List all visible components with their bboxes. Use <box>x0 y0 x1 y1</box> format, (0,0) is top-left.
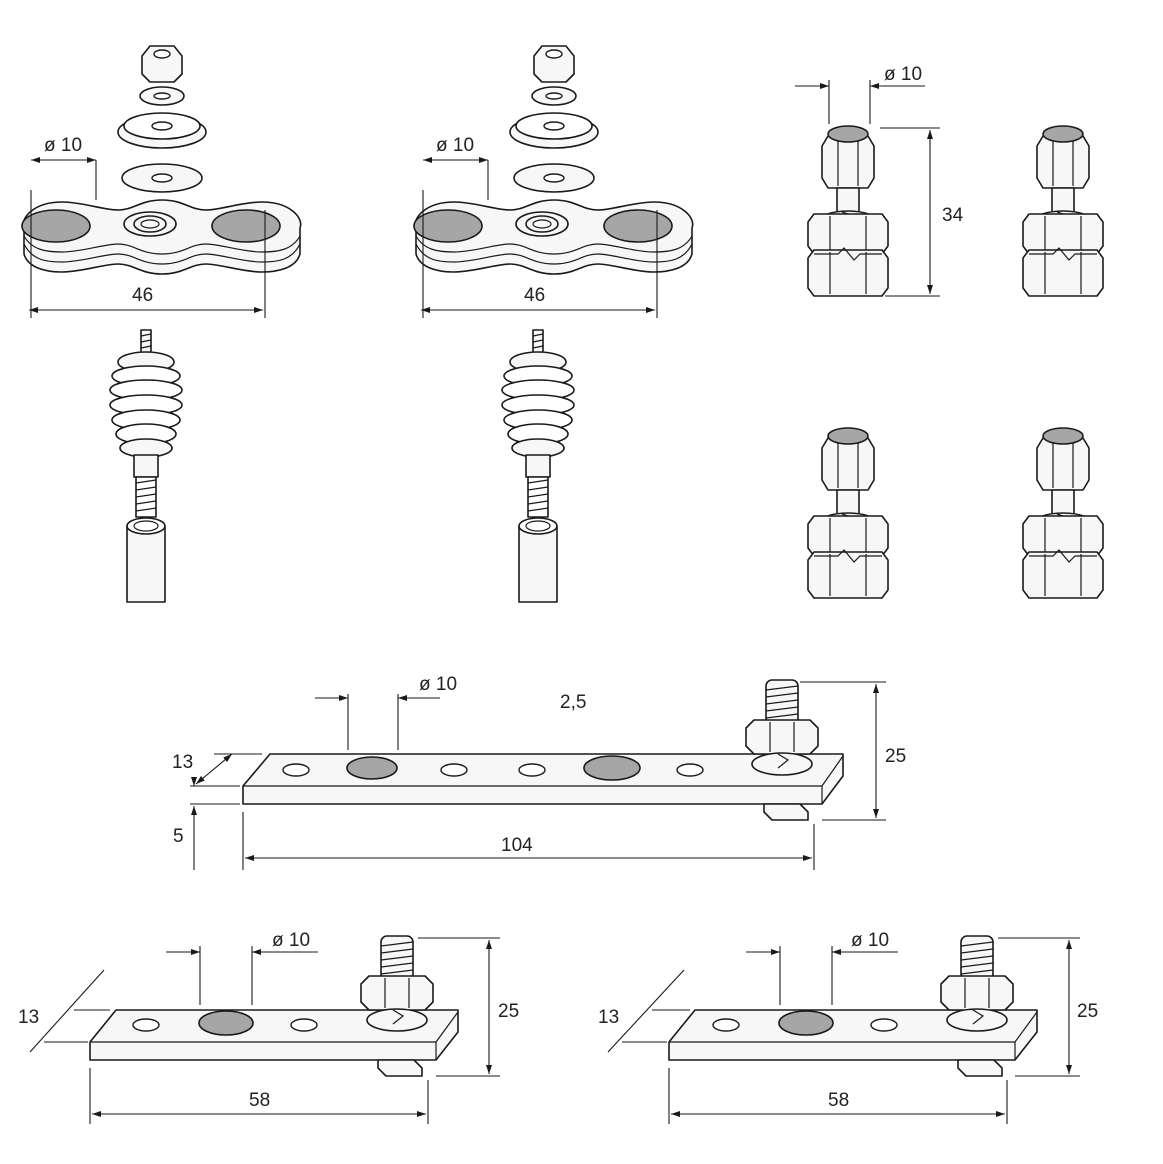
dim-label-e-height: 25 <box>498 1001 519 1022</box>
dim-label-d-offset: 5 <box>173 826 184 847</box>
dim-label-a-diameter: ø 10 <box>44 135 82 156</box>
dim-label-c-height: 34 <box>942 205 964 226</box>
dim-label-d-thickness: 2,5 <box>560 692 586 713</box>
short-pivot-bar-right <box>607 935 1080 1124</box>
dim-label-e-length: 58 <box>249 1090 270 1111</box>
dim-label-f-height: 25 <box>1077 1001 1098 1022</box>
bridge-assembly-middle <box>413 45 694 603</box>
pivot-group <box>795 80 1104 599</box>
dim-label-d-diameter: ø 10 <box>419 674 457 695</box>
dim-label-a-length: 46 <box>132 285 153 306</box>
dim-label-d-length: 104 <box>501 835 533 856</box>
dim-label-b-diameter: ø 10 <box>436 135 474 156</box>
dim-label-c-diameter: ø 10 <box>884 64 922 85</box>
dim-label-f-diameter: ø 10 <box>851 930 889 951</box>
long-pivot-bar <box>190 679 886 870</box>
dim-label-e-width: 13 <box>18 1007 39 1028</box>
dim-label-d-width: 13 <box>172 752 193 773</box>
dim-label-b-length: 46 <box>524 285 545 306</box>
dim-label-f-length: 58 <box>828 1090 849 1111</box>
short-pivot-bar-left <box>29 935 500 1124</box>
dim-label-d-height: 25 <box>885 746 906 767</box>
bridge-assembly-left <box>21 45 302 603</box>
dim-label-f-width: 13 <box>598 1007 619 1028</box>
dim-label-e-diameter: ø 10 <box>272 930 310 951</box>
